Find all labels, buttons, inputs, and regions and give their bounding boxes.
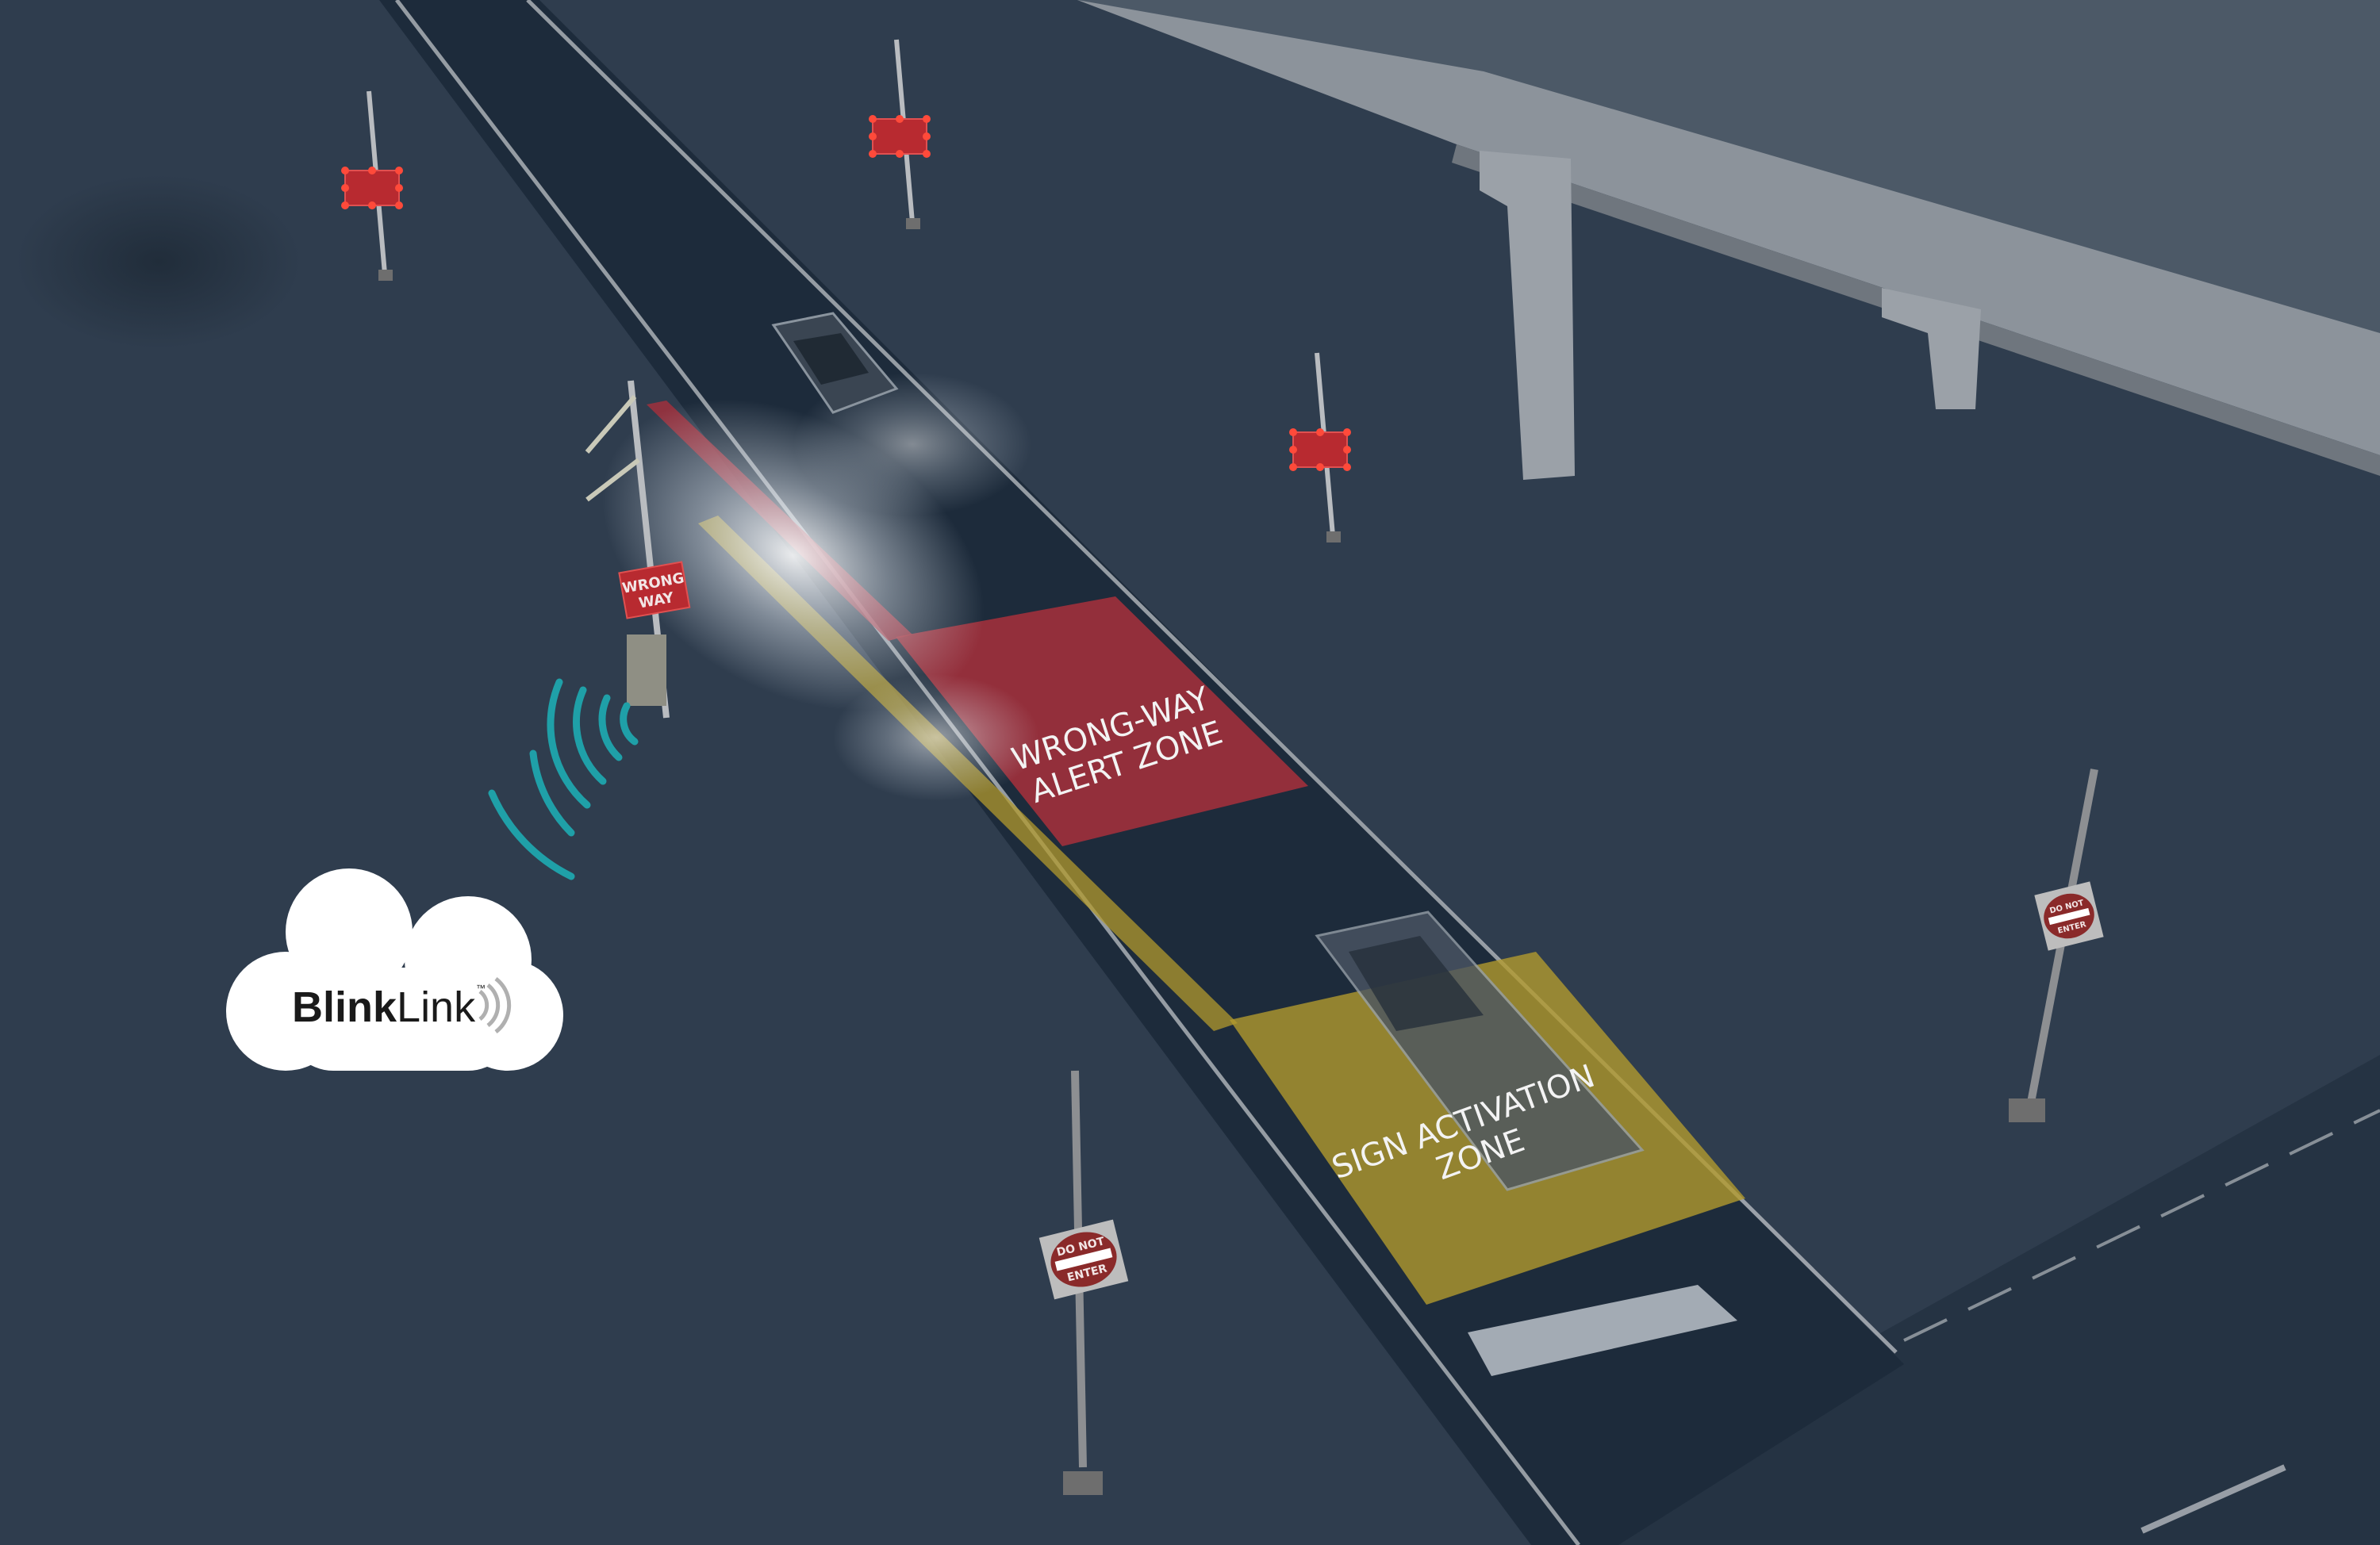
blinklink-cloud [226,868,563,1071]
main-wrong-way-sign: WRONG WAY [618,561,691,619]
stop-bar [1468,1285,1737,1376]
overpass-pillar [1882,288,1981,409]
blinklink-logo: BlinkLink [292,983,476,1031]
trademark-symbol: ™ [476,983,486,994]
overpass-pillar [1480,151,1575,480]
do-not-enter-sign-pole: DO NOT ENTER [2009,769,2104,1122]
wrong-way-car [771,312,899,414]
ground-shadow [16,174,301,349]
logo-signal-icon [478,977,512,1033]
alert-zone [896,596,1308,846]
detection-pole: WRONG WAY [585,380,691,719]
wireless-signal-icon [488,678,639,880]
vehicle-in-activation-zone [1315,911,1645,1191]
do-not-enter-sign-pole: DO NOT ENTER [1038,1070,1129,1495]
